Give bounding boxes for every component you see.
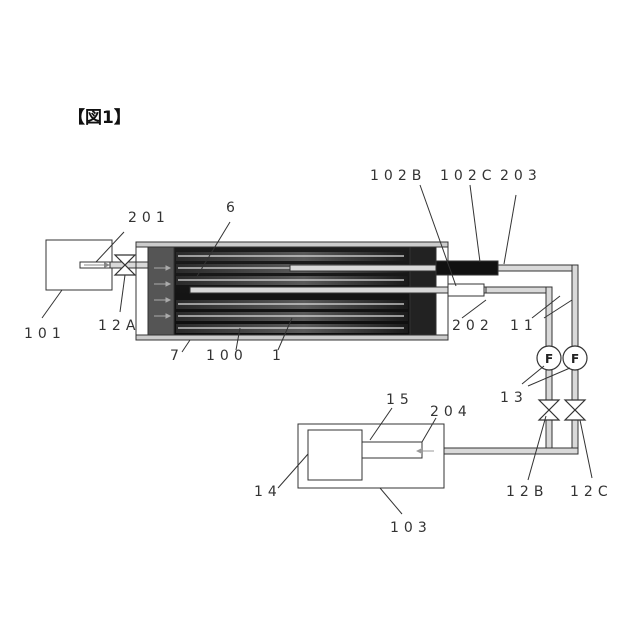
label-13: 13 — [500, 390, 528, 406]
label-204: 204 — [430, 404, 472, 420]
label-12a: 12A — [98, 318, 140, 334]
label-7: 7 — [170, 348, 184, 364]
label-14: 14 — [254, 484, 282, 500]
flow-meter-right: F — [563, 346, 587, 370]
label-201: 201 — [128, 210, 170, 226]
figure-title: 【図1】 — [68, 107, 131, 128]
label-101: 101 — [24, 326, 66, 342]
unit-15 — [362, 442, 422, 458]
label-103: 103 — [390, 520, 432, 536]
svg-text:F: F — [571, 352, 579, 366]
manifold-inlet — [136, 262, 148, 268]
label-102c: 102C — [440, 168, 497, 184]
label-11: 11 — [510, 318, 538, 334]
label-1: 1 — [272, 348, 286, 364]
label-100: 100 — [206, 348, 248, 364]
label-12c: 12C — [570, 484, 613, 500]
label-15: 15 — [386, 392, 414, 408]
label-203: 203 — [500, 168, 542, 184]
label-202: 202 — [452, 318, 494, 334]
valve-12b — [539, 400, 559, 420]
inlet-manifold — [148, 247, 174, 335]
label-102b: 102B — [370, 168, 426, 184]
valve-12c — [565, 400, 585, 420]
box-103 — [298, 424, 444, 488]
label-6: 6 — [226, 200, 240, 216]
unit-14 — [308, 430, 362, 480]
svg-text:F: F — [545, 352, 553, 366]
flow-meter-left: F — [537, 346, 561, 370]
label-12b: 12B — [506, 484, 548, 500]
